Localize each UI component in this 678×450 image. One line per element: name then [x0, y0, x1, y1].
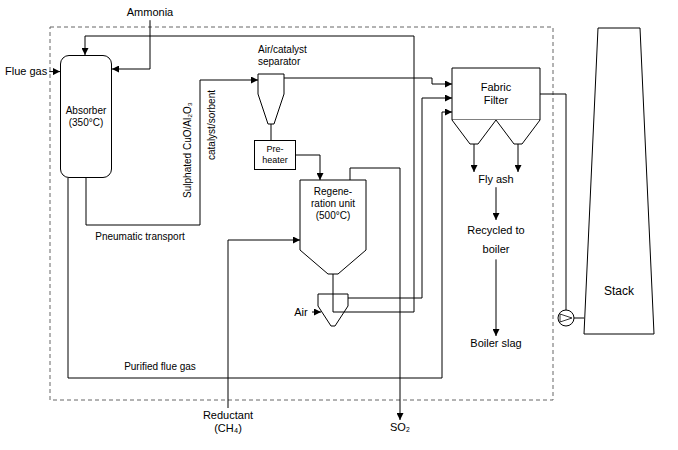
pipe-connector: [496, 187, 497, 220]
node-text: Absorber (350°C): [64, 105, 108, 129]
stream-label: SO₂: [388, 420, 412, 435]
cyclone-separator: Air/catalyst separator: [258, 44, 338, 134]
inlet-label: Air: [293, 306, 308, 318]
node-text: Reductant (CH₄): [200, 409, 256, 435]
stack-chimney: Stack: [584, 28, 654, 334]
node-text: Fabric Filter: [470, 81, 522, 107]
pipe-connector: [474, 156, 475, 172]
node-text: Boiler slag: [470, 337, 521, 350]
absorber-vessel: Absorber (350°C): [60, 55, 112, 178]
node-text: Flue gas: [5, 65, 47, 78]
stream-label: Reductant (CH₄): [198, 408, 258, 436]
pipe-connector: [228, 240, 300, 408]
node-text: SO₂: [390, 421, 410, 434]
regenerator-vessel: Regene- ration unit (500°C): [300, 180, 366, 280]
stream-note: Sulphated CuO/Al₂O₃: [182, 101, 194, 199]
process-box: Pre- heater: [254, 140, 296, 170]
edge-label: Purified flue gas: [123, 361, 197, 373]
pipe-connector: [49, 71, 60, 72]
node-text: Pre- heater: [257, 144, 293, 166]
node-text: Air/catalyst separator: [258, 44, 338, 68]
pipe-connector: [85, 36, 414, 312]
pipe-connector: [518, 156, 519, 172]
fan-symbol: [558, 310, 574, 326]
stream-label: Boiler slag: [468, 336, 523, 351]
node-text: Regene- ration unit (500°C): [306, 186, 360, 222]
node-text: Recycled to boiler: [464, 221, 528, 258]
stream-note: catalyst/sorbent: [206, 89, 218, 161]
node-text: Ammonia: [127, 6, 173, 19]
air-inlet-line: [312, 312, 321, 313]
pipe-connector: [338, 78, 452, 84]
pipe-connector: [296, 155, 320, 180]
pipe-connector: [68, 112, 452, 378]
pipe-connector: [540, 94, 584, 318]
system-boundary: [50, 27, 553, 400]
pipe-connector: [496, 259, 497, 336]
stream-label: Fly ash: [466, 172, 526, 187]
edge-label: Pneumatic transport: [94, 231, 186, 243]
node-text: Fly ash: [478, 173, 513, 186]
stream-label: Recycled to boiler: [462, 220, 530, 259]
stream-label: Ammonia: [125, 5, 175, 20]
stream-label: Flue gas: [3, 64, 49, 79]
node-text: Stack: [604, 284, 634, 298]
pipe-connector: [112, 20, 150, 69]
fabric-filter: Fabric Filter: [452, 68, 540, 156]
